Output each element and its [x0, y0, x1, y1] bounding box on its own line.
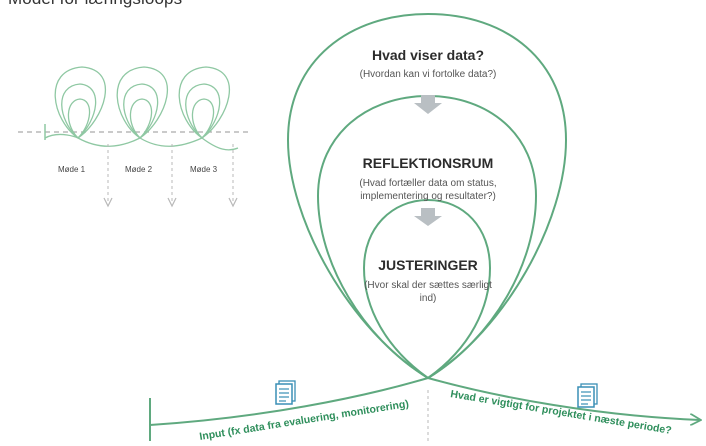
meeting-label-3: Møde 3 — [190, 165, 218, 174]
mini-loops-illustration: Møde 1 Møde 2 Møde 3 — [18, 66, 250, 208]
middle-loop — [316, 94, 538, 379]
middle-loop-heading: REFLEKTIONSRUM — [363, 155, 494, 171]
mini-down-arrows — [103, 144, 238, 208]
outer-loop-sub: (Hvordan kan vi fortolke data?) — [360, 69, 497, 80]
inner-loop-sub-1: (Hvor skal der sættes særligt — [364, 280, 492, 291]
middle-loop-sub-2: implementering og resultater?) — [360, 191, 496, 202]
bottom-arrows — [149, 377, 700, 441]
mini-loop-2 — [116, 66, 203, 147]
mini-loop-1 — [44, 66, 141, 147]
mini-loop-3 — [178, 66, 239, 151]
page-title: Model for læringsloops — [8, 0, 182, 9]
input-arrow-label: Input (fx data fra evaluering, monitorer… — [199, 398, 410, 441]
input-arrow — [149, 377, 429, 426]
meeting-label-1: Møde 1 — [58, 165, 86, 174]
document-icon — [275, 380, 296, 405]
inner-loop — [362, 198, 492, 379]
middle-loop-sub-1: (Hvad fortæller data om status, — [359, 178, 496, 189]
meeting-label-2: Møde 2 — [125, 165, 153, 174]
down-arrow-icon — [414, 95, 442, 114]
inner-loop-sub-2: ind) — [420, 293, 437, 304]
inner-loop-heading: JUSTERINGER — [378, 257, 478, 273]
output-arrow — [427, 377, 700, 420]
document-icon — [577, 383, 598, 408]
outer-loop — [286, 12, 568, 379]
outer-loop-heading: Hvad viser data? — [372, 47, 484, 63]
output-arrow-label: Hvad er vigtigt for projektet i næste pe… — [450, 388, 673, 437]
gray-down-arrows — [414, 95, 442, 226]
down-arrow-icon — [414, 208, 442, 226]
